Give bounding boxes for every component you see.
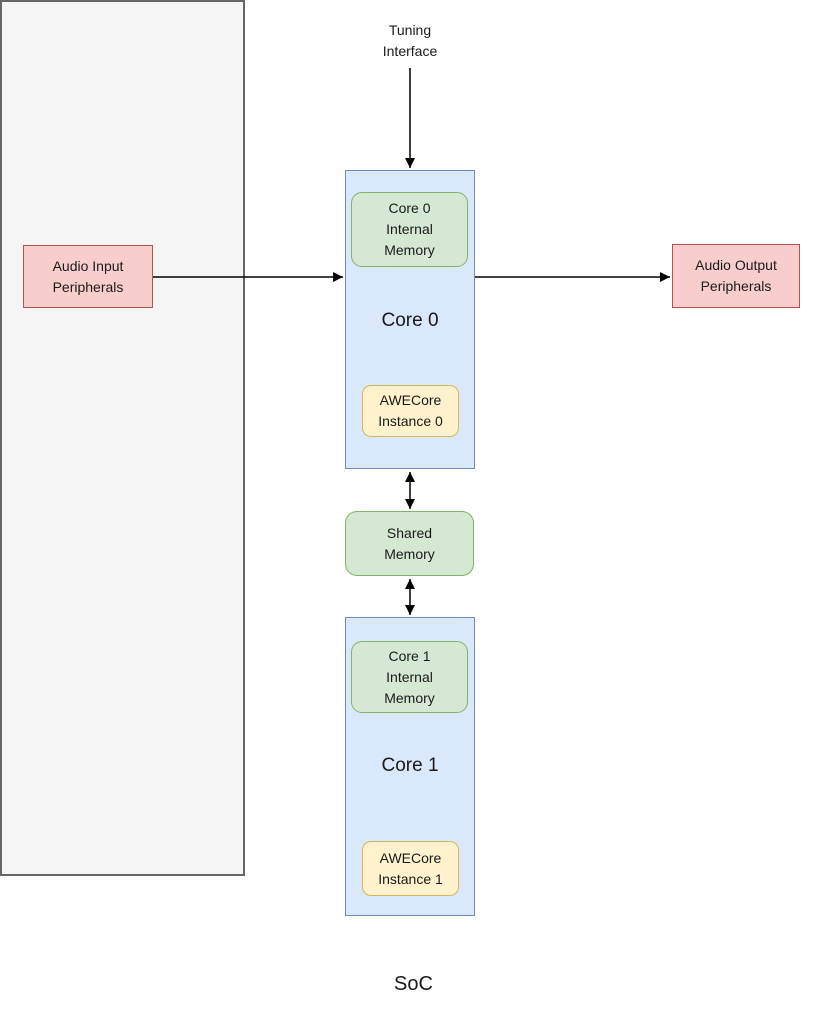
core1-box: Core 1 Internal Memory Core 1 AWECore In…: [345, 617, 475, 916]
soc-box: SoC: [0, 0, 433, 995]
audio-input-peripherals-box: Audio Input Peripherals: [23, 245, 153, 308]
core1-title: Core 1: [381, 755, 439, 776]
soc-label: SoC: [394, 973, 433, 995]
awecore-instance-1-box: AWECore Instance 1: [362, 841, 459, 896]
awecore-instance-0-box: AWECore Instance 0: [362, 385, 459, 437]
tuning-interface-label: Tuning Interface: [382, 22, 438, 59]
shared-memory-box: Shared Memory: [345, 511, 474, 576]
core0-box: Core 0 Internal Memory Core 0 AWECore In…: [345, 170, 475, 469]
audio-output-peripherals-box: Audio Output Peripherals: [672, 244, 800, 308]
core0-title: Core 0: [381, 310, 439, 331]
core0-internal-memory-box: Core 0 Internal Memory: [351, 192, 468, 267]
core1-internal-memory-box: Core 1 Internal Memory: [351, 641, 468, 713]
